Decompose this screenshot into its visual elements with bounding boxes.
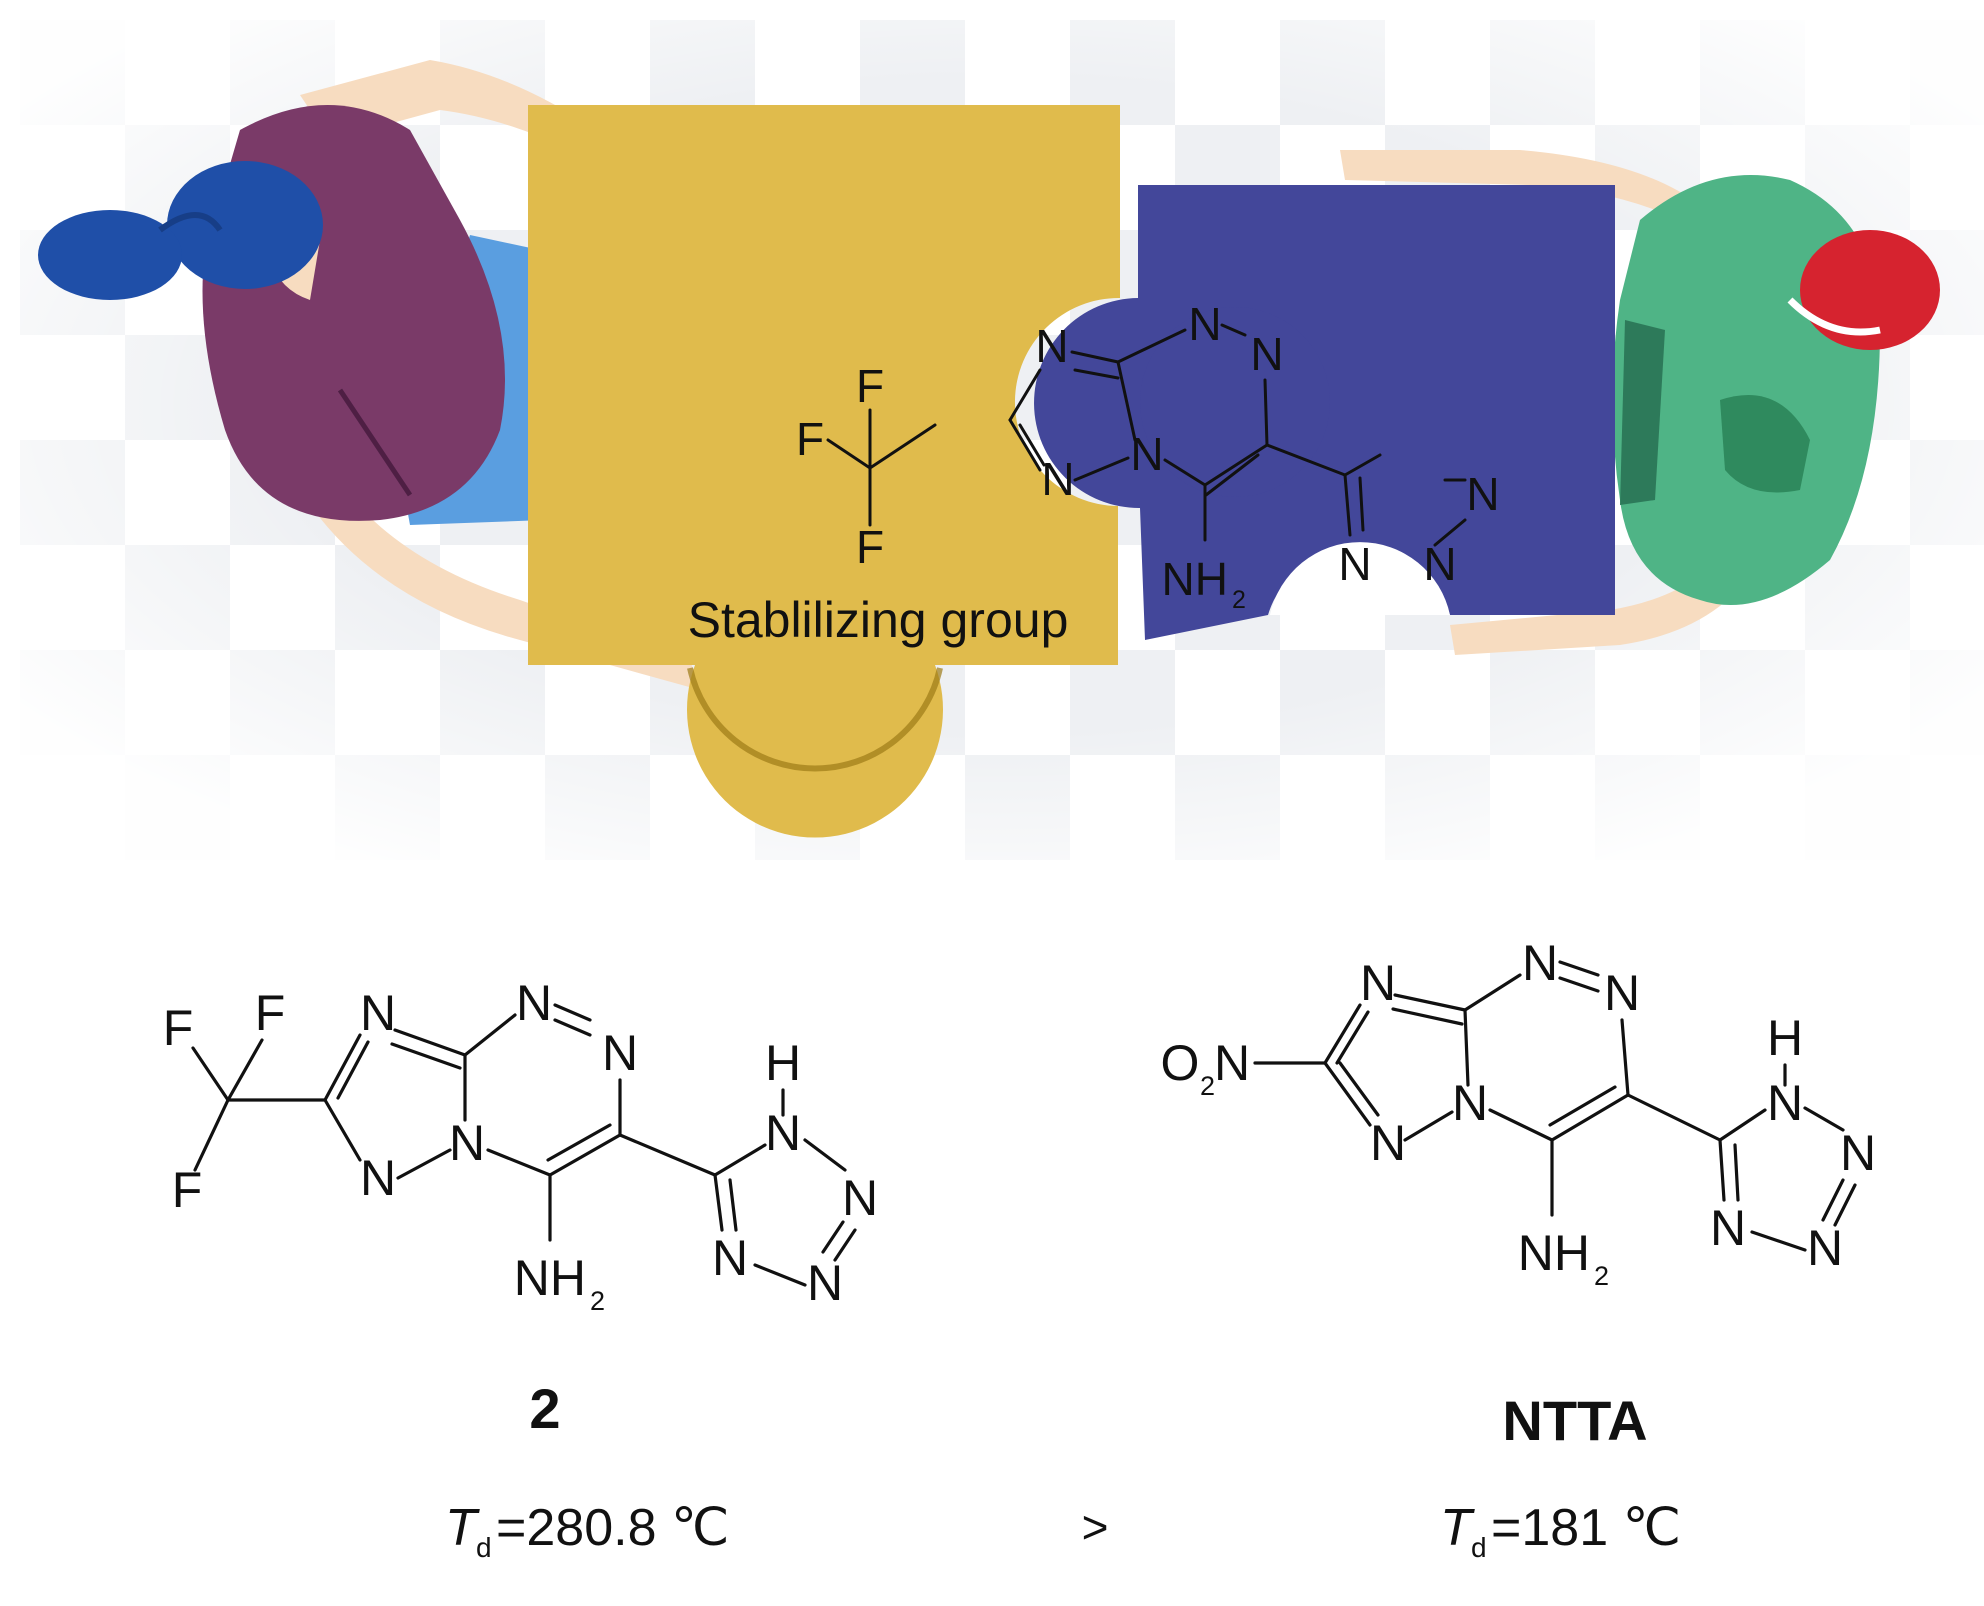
atom-n-2c: N — [449, 1115, 485, 1171]
compound-ntta-td: T d =181 ℃ — [1440, 1499, 1681, 1563]
molecule-fragment-top: N N N N N NH 2 N N — [1008, 298, 1500, 614]
atom-n-2f: N — [765, 1105, 801, 1161]
atom-n-2g: N — [842, 1170, 878, 1226]
atom-n-ntta-a: N — [1360, 955, 1396, 1011]
right-person-hair — [1800, 230, 1940, 350]
compound-ntta-structure: O 2 N N N N N N NH 2 H N N N N — [1161, 935, 1877, 1452]
right-person — [1340, 150, 1940, 655]
atom-n-top-e: N — [1250, 328, 1283, 380]
puzzle-illustration: F F F Stablilizing group N N N N N — [0, 0, 1984, 900]
atom-nh2-ntta: NH — [1518, 1225, 1590, 1281]
atom-n-ntta-c: N — [1452, 1075, 1488, 1131]
right-person-lower-arm — [1450, 540, 1760, 655]
comparison-sign: > — [1082, 1501, 1109, 1553]
atom-f-2: F — [255, 985, 286, 1041]
atom-n-2h: N — [807, 1255, 843, 1311]
atom-nh-top: NH — [1162, 553, 1228, 605]
atom-nh2-ntta-sub: 2 — [1594, 1261, 1609, 1291]
td-symbol-2: T — [445, 1499, 480, 1557]
atom-n-2b: N — [360, 1150, 396, 1206]
atom-n-2e: N — [602, 1025, 638, 1081]
left-person-ponytail — [38, 210, 182, 300]
atom-n-top-d: N — [1188, 298, 1221, 350]
atom-h-2: H — [765, 1035, 801, 1091]
atom-nh2-2-sub: 2 — [590, 1286, 605, 1316]
atom-n-ntta-g: N — [1840, 1125, 1876, 1181]
right-person-sleeve — [1620, 320, 1665, 505]
atom-f-1: F — [163, 1000, 194, 1056]
atom-n-top-a: N — [1035, 320, 1068, 372]
atom-h-ntta: H — [1767, 1010, 1803, 1066]
atom-n-2d: N — [516, 975, 552, 1031]
atom-n-2a: N — [360, 985, 396, 1041]
td-value-2: =280.8 ℃ — [496, 1499, 729, 1557]
atom-nh2-2: NH — [514, 1250, 586, 1306]
atom-f-top-3: F — [856, 521, 884, 573]
atom-n-top-f: N — [1338, 538, 1371, 590]
td-value-ntta: =181 ℃ — [1491, 1499, 1681, 1557]
atom-o-ntta: O — [1161, 1035, 1200, 1091]
atom-n-top-b: N — [1041, 453, 1074, 505]
atom-f-top-1: F — [856, 360, 884, 412]
atom-f-top-2: F — [796, 413, 824, 465]
atom-f-3: F — [172, 1162, 203, 1218]
right-person-upper-arm — [1340, 150, 1700, 225]
compound-2-label: 2 — [529, 1377, 560, 1440]
atom-n-2i: N — [712, 1230, 748, 1286]
td-sub-ntta: d — [1471, 1532, 1487, 1563]
atom-n-ntta-i: N — [1710, 1200, 1746, 1256]
td-sub-2: d — [476, 1532, 492, 1563]
compound-2-td: T d =280.8 ℃ — [445, 1499, 729, 1563]
td-symbol-ntta: T — [1440, 1499, 1475, 1557]
atom-n-ntta-h: N — [1807, 1220, 1843, 1276]
atom-n-top-c: N — [1130, 428, 1163, 480]
atom-n-ntta-e: N — [1604, 965, 1640, 1021]
stabilizing-group-caption: Stablilizing group — [688, 592, 1069, 648]
compound-2-structure: F F F N N N N N NH 2 H N N — [163, 975, 878, 1440]
cf3-group-top: F F F — [796, 360, 937, 573]
atom-n-ntta-f: N — [1767, 1075, 1803, 1131]
atom-n-ntta-nitro: N — [1214, 1035, 1250, 1091]
atom-nh-top-sub: 2 — [1232, 586, 1246, 614]
atom-n-top-g: N — [1423, 538, 1456, 590]
atom-o-ntta-sub: 2 — [1200, 1071, 1215, 1101]
atom-n-top-h: N — [1466, 468, 1499, 520]
atom-n-ntta-b: N — [1370, 1115, 1406, 1171]
compound-ntta-label: NTTA — [1502, 1389, 1647, 1452]
atom-n-ntta-d: N — [1522, 935, 1558, 991]
yellow-puzzle-piece — [528, 105, 1120, 838]
left-person-hair — [167, 161, 323, 289]
